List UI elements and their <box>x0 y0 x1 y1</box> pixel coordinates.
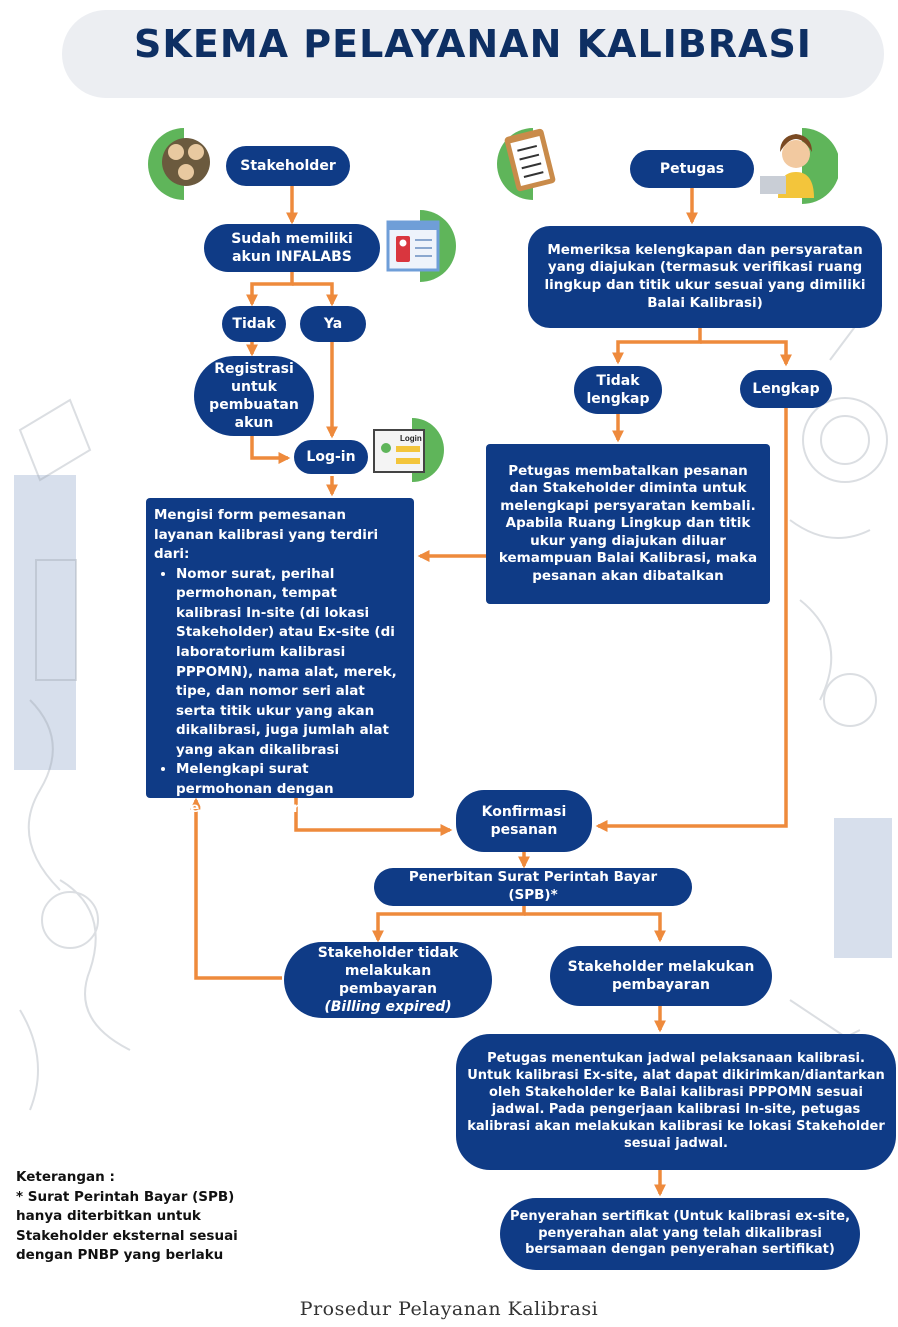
node-login: Log-in <box>294 440 368 474</box>
arrow-memeriksa-lengkap <box>700 340 792 367</box>
node-tidak-lengkap: Tidak lengkap <box>574 366 662 414</box>
node-sertifikat: Penyerahan sertifikat (Untuk kalibrasi e… <box>500 1198 860 1270</box>
node-bayar: Stakeholder melakukan pembayaran <box>550 946 772 1006</box>
decor-panel-left <box>14 475 76 770</box>
arrow-spb-tidakbayar <box>372 906 526 943</box>
arrow-memeriksa-tidaklengkap <box>612 328 702 365</box>
stakeholder-group-icon <box>148 128 220 200</box>
arrow-registrasi-login <box>250 434 291 464</box>
node-tidak: Tidak <box>222 306 286 342</box>
node-registrasi: Registrasi untuk pembuatan akun <box>194 356 314 436</box>
login-form-icon: Login <box>370 418 446 482</box>
clipboard-checklist-icon <box>496 124 570 200</box>
footnote-heading: Keterangan : <box>16 1169 115 1185</box>
arrow-lengkap-konfirmasi <box>595 408 788 832</box>
login-icon-label: Login <box>400 434 422 443</box>
footnote-text: * Surat Perintah Bayar (SPB) hanya diter… <box>16 1188 238 1264</box>
node-sudah-akun: Sudah memiliki akun INFALABS <box>204 224 380 272</box>
form-item-1: Nomor surat, perihal permohonan, tempat … <box>176 565 406 761</box>
officer-laptop-icon <box>758 128 840 204</box>
page-title: SKEMA PELAYANAN KALIBRASI <box>134 22 812 66</box>
billing-expired-text: (Billing expired) <box>324 999 452 1016</box>
node-lengkap: Lengkap <box>740 370 832 408</box>
form-item-2: Melengkapi surat permohonan dengan mengu… <box>176 760 406 819</box>
tidak-bayar-text: Stakeholder tidak melakukan pembayaran <box>317 944 459 997</box>
account-card-icon <box>382 210 456 282</box>
node-spb: Penerbitan Surat Perintah Bayar (SPB)* <box>374 868 692 906</box>
node-ya: Ya <box>300 306 366 342</box>
arrow-tidakbayar-form <box>190 797 282 980</box>
node-petugas: Petugas <box>630 150 754 188</box>
node-form-pemesanan: Mengisi form pemesanan layanan kalibrasi… <box>146 498 414 816</box>
node-jadwal: Petugas menentukan jadwal pelaksanaan ka… <box>456 1034 896 1170</box>
node-tidak-bayar: Stakeholder tidak melakukan pembayaran (… <box>284 942 492 1018</box>
arrow-form-konfirmasi <box>294 798 453 836</box>
node-membatalkan: Petugas membatalkan pesanan dan Stakehol… <box>486 444 770 604</box>
figure-caption: Prosedur Pelayanan Kalibrasi <box>299 1298 599 1320</box>
node-memeriksa: Memeriksa kelengkapan dan persyaratan ya… <box>528 226 882 328</box>
footnote: Keterangan : * Surat Perintah Bayar (SPB… <box>16 1168 256 1266</box>
arrow-akun-ya <box>292 282 338 307</box>
arrow-akun-tidak <box>246 270 294 307</box>
node-stakeholder: Stakeholder <box>226 146 350 186</box>
node-konfirmasi: Konfirmasi pesanan <box>456 790 592 852</box>
form-items-list: Nomor surat, perihal permohonan, tempat … <box>154 565 406 819</box>
decor-panel-right <box>834 818 892 958</box>
form-intro-text: Mengisi form pemesanan layanan kalibrasi… <box>154 507 379 563</box>
arrow-spb-bayar <box>524 912 666 943</box>
title-banner <box>62 10 884 98</box>
